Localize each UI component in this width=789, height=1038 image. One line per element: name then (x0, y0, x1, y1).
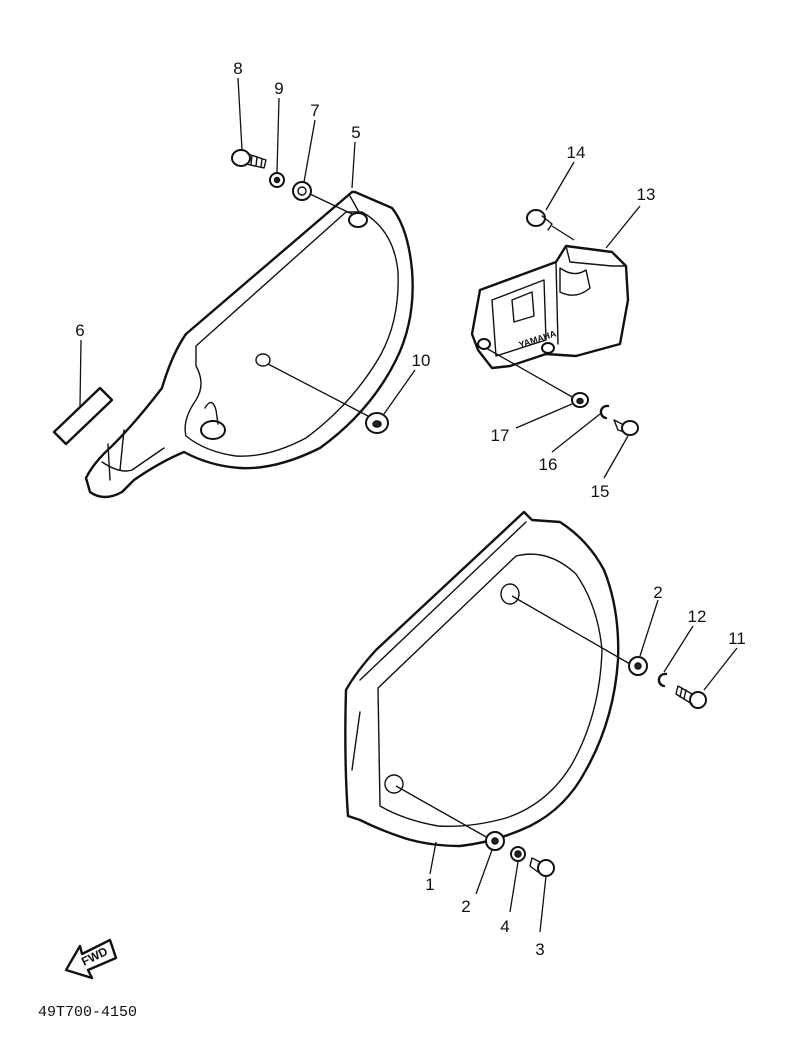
callout-8: 8 (233, 59, 242, 78)
bolt-11 (675, 685, 707, 709)
callout-14: 14 (567, 143, 586, 162)
side-cover-right (344, 510, 620, 848)
callout-4: 4 (500, 917, 509, 936)
collar-17 (571, 392, 589, 408)
screw-14 (526, 209, 553, 231)
washer-9 (269, 172, 285, 188)
washer-2-lower (485, 831, 505, 851)
washer-16 (599, 404, 610, 420)
washer-2-upper (628, 656, 648, 676)
callout-6: 6 (75, 321, 84, 340)
screw-15 (613, 419, 639, 436)
washer-12 (657, 672, 668, 688)
grommet-10 (365, 412, 389, 434)
damper-7 (292, 181, 312, 201)
callout-9: 9 (274, 79, 283, 98)
callout-15: 15 (591, 482, 610, 501)
callout-1: 1 (425, 875, 434, 894)
callout-3: 3 (535, 940, 544, 959)
washer-4 (510, 846, 526, 862)
emblem-13: YAMAHA (470, 244, 630, 370)
callout-2-lower: 2 (461, 897, 470, 916)
fwd-arrow-icon: FWD (64, 938, 118, 980)
fwd-label: FWD (79, 944, 110, 969)
label-sticker (52, 386, 114, 446)
callout-16: 16 (539, 455, 558, 474)
callout-5: 5 (351, 123, 360, 142)
callout-leaders (79, 77, 738, 933)
callout-12: 12 (688, 607, 707, 626)
bolt-3 (529, 857, 555, 877)
diagram-number: 49T700-4150 (38, 1004, 137, 1021)
callout-2-upper: 2 (653, 583, 662, 602)
bolt-8 (231, 149, 267, 169)
callout-10: 10 (412, 351, 431, 370)
callout-17: 17 (491, 426, 510, 445)
side-cover-left (84, 190, 414, 499)
callout-11: 11 (728, 629, 746, 648)
callout-7: 7 (310, 101, 319, 120)
callout-labels: 1 2 2 3 4 5 6 7 8 9 10 11 12 13 14 15 16… (75, 59, 746, 959)
callout-13: 13 (637, 185, 656, 204)
